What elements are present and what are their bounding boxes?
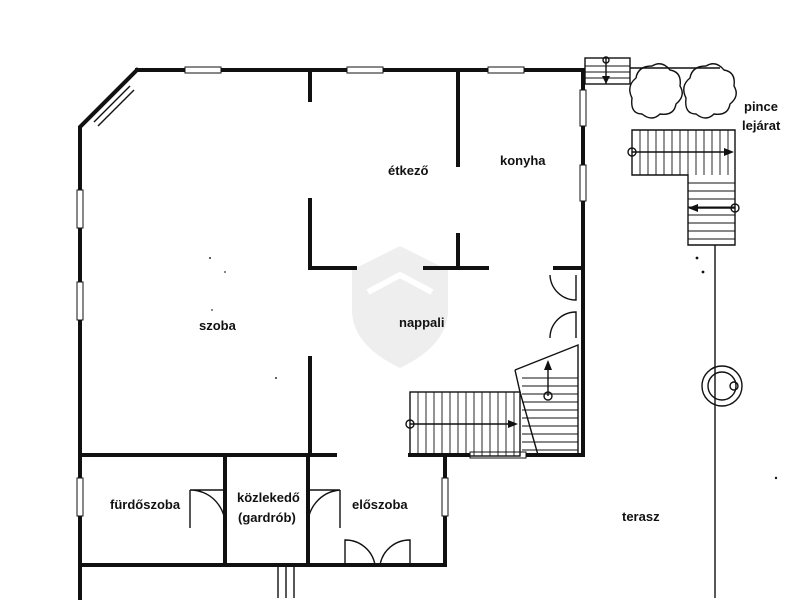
room-label-eloszoba: előszoba (352, 497, 408, 512)
basement-stair (627, 129, 740, 246)
garden-gate (584, 56, 720, 85)
room-label-lejarat: lejárat (742, 118, 781, 133)
room-label-kozlekedo: közlekedő (237, 490, 300, 505)
room-label-terasz: terasz (622, 509, 660, 524)
interior-stair (405, 343, 579, 457)
room-label-konyha: konyha (500, 153, 546, 168)
room-label-nappali: nappali (399, 315, 445, 330)
room-label-furdoszoba: fürdőszoba (110, 497, 181, 512)
room-labels: étkező konyha szoba nappali fürdőszoba k… (110, 99, 781, 525)
doors (189, 274, 577, 598)
exterior-walls (78, 67, 585, 600)
room-label-etkezo: étkező (388, 163, 429, 178)
windows (76, 66, 587, 517)
room-label-gardrob: (gardrób) (238, 510, 296, 525)
tree-icon (629, 63, 737, 119)
terrace-boundary (695, 245, 778, 598)
room-label-pince: pince (744, 99, 778, 114)
speckles (209, 257, 277, 379)
watermark-logo (352, 246, 448, 368)
interior-walls (78, 68, 585, 567)
room-label-szoba: szoba (199, 318, 237, 333)
